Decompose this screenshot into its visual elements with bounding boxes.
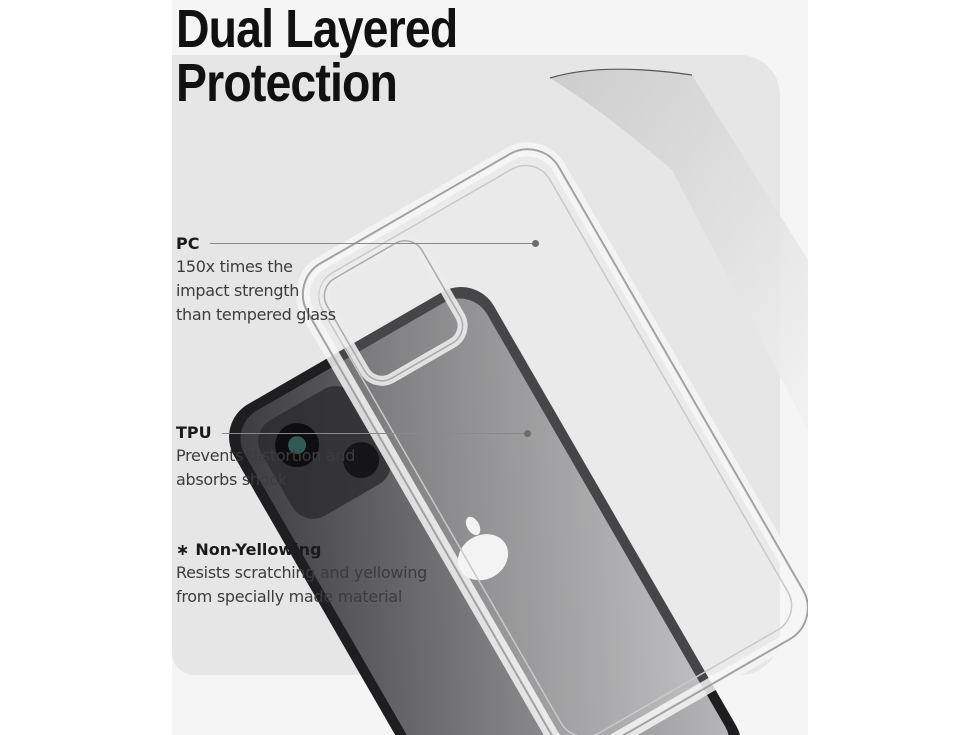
feature-title-row: ∗ Non-Yellowing [176,539,427,561]
feature-title-pc: PC [176,234,200,253]
screen-protector-layer [549,68,808,430]
page-title: Dual Layered Protection [176,0,458,113]
clear-case-layer [295,142,808,735]
pc-leader-line [210,243,535,244]
pc-leader-dot [532,240,539,247]
feature-title-tpu: TPU [176,423,212,442]
feature-pc: PC 150x times the impact strength than t… [176,233,336,327]
feature-title-non-yellowing: Non-Yellowing [195,540,322,559]
asterisk-icon: ∗ [176,540,190,559]
title-line-2: Protection [176,53,398,113]
feature-tpu: TPU Prevents distortion and absorbs shoc… [176,422,355,492]
feature-desc-tpu: Prevents distortion and absorbs shock [176,446,356,489]
feature-desc-pc: 150x times the impact strength than temp… [176,257,336,324]
tpu-leader-dot [524,430,531,437]
feature-desc-non-yellowing: Resists scratching and yellowing from sp… [176,563,428,606]
feature-non-yellowing: ∗ Non-Yellowing Resists scratching and y… [176,539,427,609]
product-infographic: Dual Layered Protection PC 150x times th… [172,0,808,735]
phone-case-illustration [229,68,808,735]
title-line-1: Dual Layered [176,0,458,59]
tpu-leader-line [222,433,527,434]
